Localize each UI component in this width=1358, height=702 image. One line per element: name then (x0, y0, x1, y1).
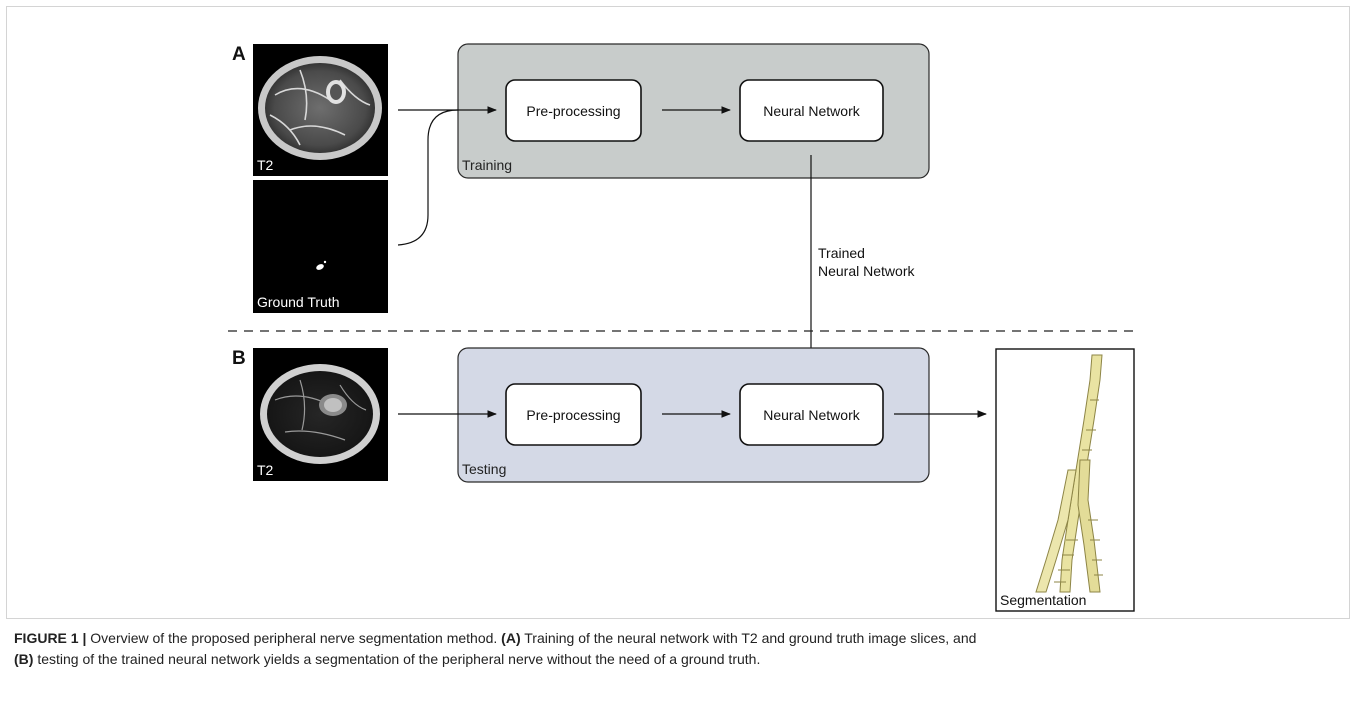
testing-network-box (739, 383, 884, 446)
caption-panel-b: (B) (14, 651, 34, 667)
ground-truth-image: Ground Truth (253, 180, 388, 313)
t2-testing-image: T2 (253, 348, 388, 481)
testing-preprocessing-box (505, 383, 642, 446)
t2-training-label: T2 (257, 157, 274, 173)
figure-frame (6, 6, 1350, 619)
segmentation-image: Segmentation (995, 348, 1135, 612)
segmentation-label: Segmentation (1000, 592, 1086, 608)
panel-b-label: B (232, 348, 246, 369)
training-network-box (739, 79, 884, 142)
testing-preprocessing-label: Pre-processing (526, 407, 620, 423)
figure-caption: FIGURE 1 | Overview of the proposed peri… (14, 628, 1344, 670)
caption-text-1: Overview of the proposed peripheral nerv… (86, 630, 502, 646)
training-region-label: Training (462, 157, 512, 173)
ground-truth-to-preprocessing-arrow (397, 109, 459, 246)
caption-text-2: Training of the neural network with T2 a… (520, 630, 977, 646)
caption-figure-label: FIGURE 1 | (14, 630, 87, 646)
trained-label-line1: Trained (818, 245, 865, 261)
training-network-label: Neural Network (763, 103, 860, 119)
testing-region-label: Testing (462, 461, 506, 477)
trained-label-line2: Neural Network (818, 263, 915, 279)
testing-network-label: Neural Network (763, 407, 860, 423)
t2-testing-label: T2 (257, 462, 274, 478)
training-region (457, 43, 930, 179)
training-preprocessing-box (505, 79, 642, 142)
testing-region (457, 347, 930, 483)
t2-training-image: T2 (253, 44, 388, 176)
caption-text-3: testing of the trained neural network yi… (33, 651, 761, 667)
ground-truth-label: Ground Truth (257, 294, 340, 310)
training-preprocessing-label: Pre-processing (526, 103, 620, 119)
caption-panel-a: (A) (501, 630, 521, 646)
panel-a-label: A (232, 44, 246, 65)
figure-diagram: A B T2 Ground Truth Training Pre-process… (228, 43, 1138, 612)
